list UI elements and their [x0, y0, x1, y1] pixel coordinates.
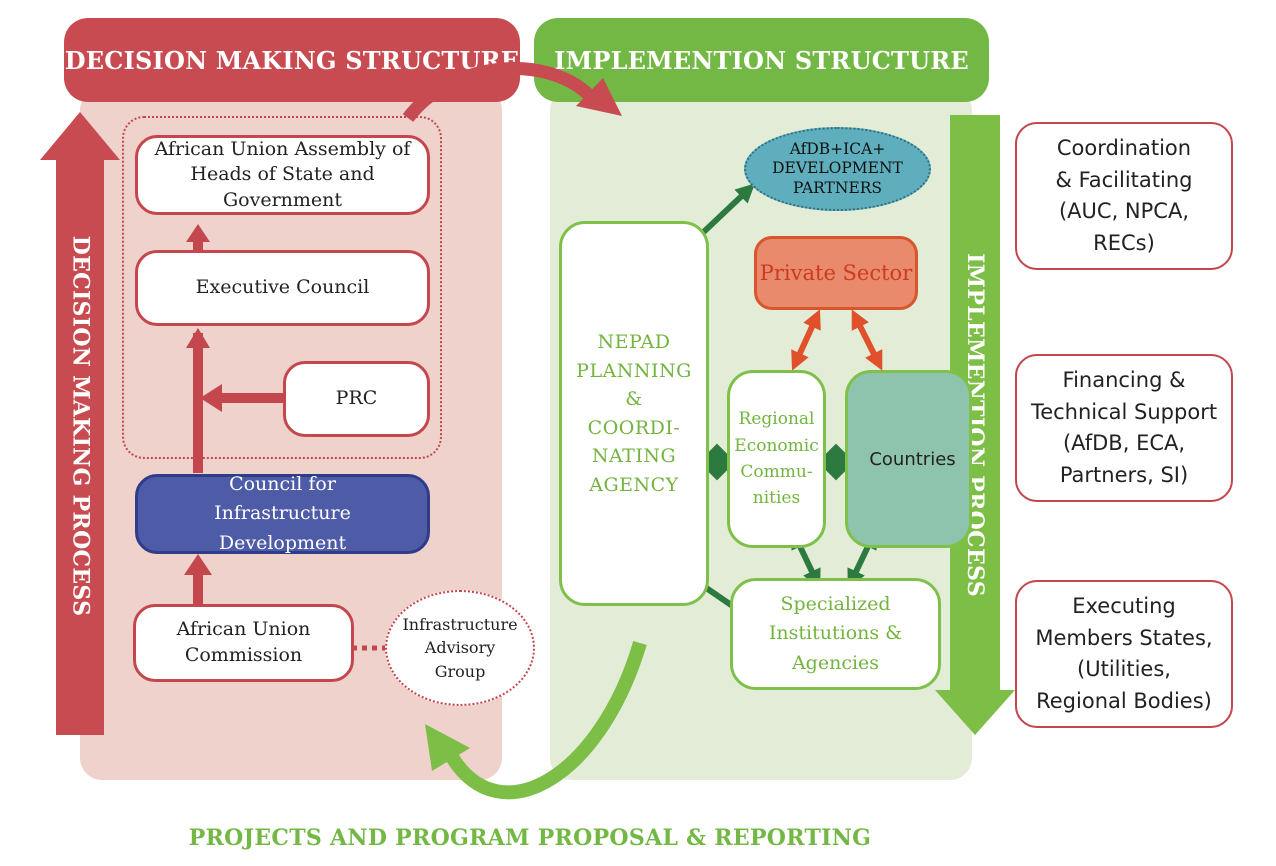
decision-to-implementation-arrow: [402, 62, 595, 123]
role-financing-box: Financing & Technical Support (AfDB, ECA…: [1015, 354, 1233, 502]
council-infrastructure-box: Council for Infrastructure Development: [135, 473, 430, 554]
regional-communities-box: Regional Economic Commu- nities: [727, 370, 826, 548]
specialized-institutions-box: Specialized Institutions & Agencies: [730, 578, 941, 690]
au-assembly-box: African Union Assembly of Heads of State…: [135, 135, 430, 215]
nepad-agency-box: NEPAD PLANNING & COORDI- NATING AGENCY: [559, 221, 709, 606]
prc-box: PRC: [283, 361, 430, 437]
role-executing-box: Executing Members States, (Utilities, Re…: [1015, 580, 1233, 728]
decision-process-label: DECISION MAKING PROCESS: [67, 235, 93, 617]
executive-council-box: Executive Council: [135, 250, 430, 326]
decision-process-arrow: [40, 112, 120, 735]
proposal-reporting-label: PROJECTS AND PROGRAM PROPOSAL & REPORTIN…: [188, 825, 872, 851]
partners-ellipse: AfDB+ICA+ DEVELOPMENT PARTNERS: [744, 127, 931, 211]
infrastructure-advisory-group: Infrastructure Advisory Group: [385, 590, 535, 706]
countries-box: Countries: [845, 370, 972, 548]
role-coordination-box: Coordination & Facilitating (AUC, NPCA, …: [1015, 122, 1233, 270]
implementation-process-arrow: [935, 115, 1015, 735]
private-sector-box: Private Sector: [754, 236, 918, 310]
implementation-structure-header: IMPLEMENTION STRUCTURE: [534, 18, 989, 102]
au-organs-group: [122, 116, 442, 459]
proposal-reporting-arrow: [446, 641, 647, 800]
au-commission-box: African Union Commission: [133, 604, 354, 682]
